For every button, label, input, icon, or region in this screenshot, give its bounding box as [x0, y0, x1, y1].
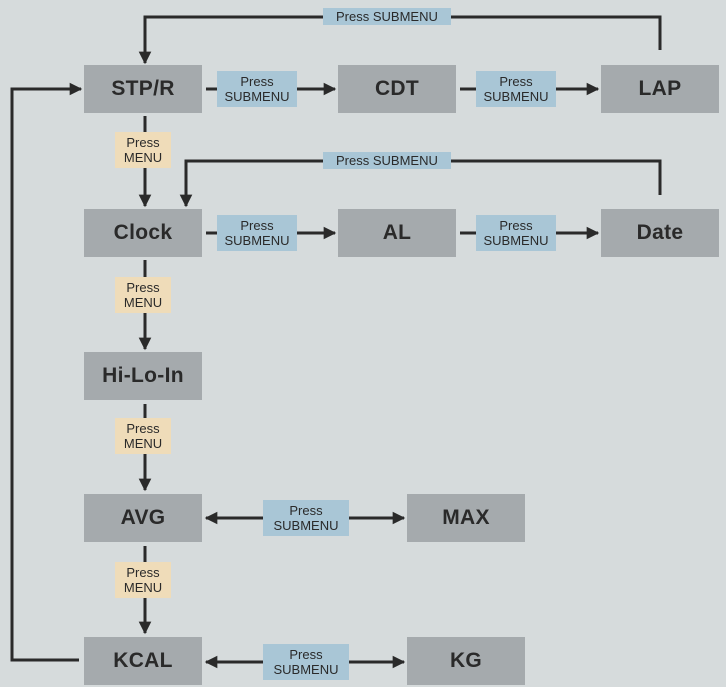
mode-avg: AVG: [84, 494, 202, 542]
label-press: Press: [126, 280, 160, 295]
label-press: Press: [126, 421, 160, 436]
arrow-kcal-to-stpr: [10, 82, 83, 662]
label-submenu: SUBMENU: [273, 518, 339, 533]
label-kcal-kg: Press SUBMENU: [263, 644, 349, 680]
label-hilo-to-avg: Press MENU: [115, 418, 171, 454]
label-avg-max: Press SUBMENU: [263, 500, 349, 536]
label-submenu: SUBMENU: [273, 662, 339, 677]
mode-kg: KG: [407, 637, 525, 685]
label-press: Press: [499, 218, 533, 233]
mode-clock: Clock: [84, 209, 202, 257]
label-press: Press: [289, 503, 323, 518]
label-clock-to-al: Press SUBMENU: [217, 215, 297, 251]
label-stpr-to-clock: Press MENU: [115, 132, 171, 168]
label-submenu: SUBMENU: [483, 89, 549, 104]
mode-kcal: KCAL: [84, 637, 202, 685]
mode-cdt: CDT: [338, 65, 456, 113]
label-menu: MENU: [123, 580, 163, 595]
label-lap-to-stpr: Press SUBMENU: [323, 8, 451, 25]
label-press: Press: [240, 74, 274, 89]
label-press: Press: [499, 74, 533, 89]
label-press: Press: [126, 135, 160, 150]
label-menu: MENU: [123, 150, 163, 165]
label-stpr-to-cdt: Press SUBMENU: [217, 71, 297, 107]
label-clock-to-hilo: Press MENU: [115, 277, 171, 313]
label-submenu: SUBMENU: [483, 233, 549, 248]
mode-hilo: Hi-Lo-In: [84, 352, 202, 400]
label-al-to-date: Press SUBMENU: [476, 215, 556, 251]
label-cdt-to-lap: Press SUBMENU: [476, 71, 556, 107]
label-submenu: SUBMENU: [224, 89, 290, 104]
label-press: Press: [289, 647, 323, 662]
label-press: Press: [240, 218, 274, 233]
label-menu: MENU: [123, 436, 163, 451]
label-press: Press: [126, 565, 160, 580]
mode-max: MAX: [407, 494, 525, 542]
label-date-to-clock: Press SUBMENU: [323, 152, 451, 169]
label-avg-to-kcal: Press MENU: [115, 562, 171, 598]
label-submenu: SUBMENU: [224, 233, 290, 248]
label-menu: MENU: [123, 295, 163, 310]
mode-date: Date: [601, 209, 719, 257]
mode-lap: LAP: [601, 65, 719, 113]
mode-al: AL: [338, 209, 456, 257]
mode-stpr: STP/R: [84, 65, 202, 113]
